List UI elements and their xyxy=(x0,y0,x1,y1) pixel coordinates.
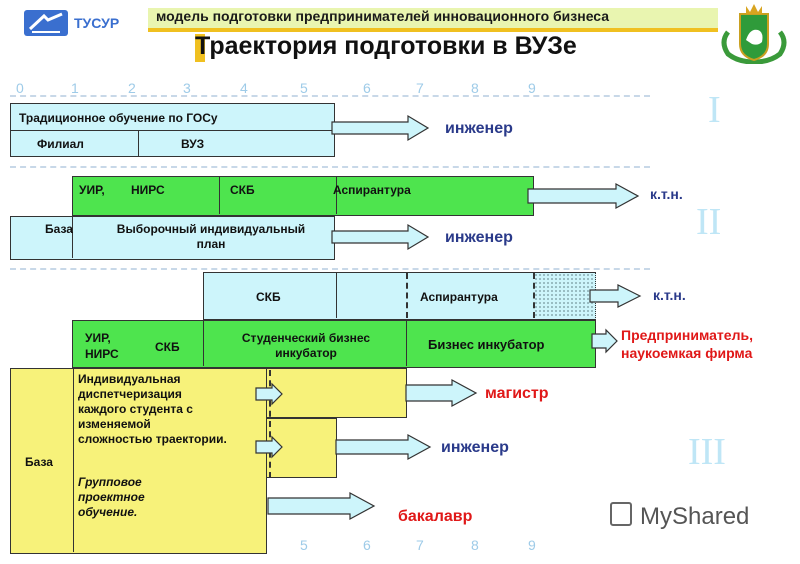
ruler-tick: 2 xyxy=(128,80,136,96)
dotted-fill xyxy=(534,273,594,318)
skb-top-label: СКБ xyxy=(256,290,281,304)
ruler-tick: 5 xyxy=(300,537,308,553)
research-track-block: УИР, НИРС СКБ Аспирантура xyxy=(72,176,534,216)
nirs-label: НИРС xyxy=(131,183,165,197)
business-incubator-label: Бизнес инкубатор xyxy=(428,337,545,352)
ruler-tick: 7 xyxy=(416,537,424,553)
student-incubator-label: Студенческий бизнес инкубатор xyxy=(241,331,371,360)
arrow-icon xyxy=(331,223,430,251)
ruler-tick: 8 xyxy=(471,80,479,96)
result-master: магистр xyxy=(485,385,549,402)
traditional-education-block: Традиционное обучение по ГОСу Филиал ВУЗ xyxy=(10,103,335,157)
ruler-tick: 4 xyxy=(240,80,248,96)
block-divider xyxy=(138,130,139,156)
block-divider xyxy=(336,273,337,318)
ruler-tick: 6 xyxy=(363,537,371,553)
ruler-tick: 9 xyxy=(528,537,536,553)
group-learning-label: Групповое проектное обучение. xyxy=(78,475,145,519)
individual-plan-block: База Выборочный индивидуальный план xyxy=(10,216,335,260)
block-divider xyxy=(11,130,333,131)
postgrad-label: Аспирантура xyxy=(420,290,498,304)
logo-text: ТУСУР xyxy=(74,15,120,31)
base-label: База xyxy=(25,455,53,469)
coat-of-arms-icon xyxy=(718,2,790,65)
block-divider xyxy=(72,217,73,258)
arrow-icon xyxy=(405,378,478,408)
arrow-icon xyxy=(591,328,618,354)
master-track-block xyxy=(267,368,407,418)
block-divider xyxy=(406,321,407,366)
skb-postgrad-block: СКБ Аспирантура xyxy=(203,272,596,320)
arrow-icon xyxy=(335,433,432,461)
ruler-tick: 8 xyxy=(471,537,479,553)
page-subtitle: модель подготовки предпринимателей иннов… xyxy=(156,8,610,24)
header-bar xyxy=(148,8,718,28)
ruler-tick: 1 xyxy=(71,80,79,96)
result-phd: к.т.н. xyxy=(650,186,683,202)
block-divider xyxy=(336,177,337,214)
ruler-tick: 9 xyxy=(528,80,536,96)
result-engineer: инженер xyxy=(445,229,513,246)
arrow-icon xyxy=(527,182,640,210)
base-label: База xyxy=(45,222,73,236)
header-accent-line xyxy=(148,28,718,32)
ruler-tick: 5 xyxy=(300,80,308,96)
block-divider-dashed xyxy=(406,273,408,318)
page-title: Траектория подготовки в ВУЗе xyxy=(195,32,577,60)
branch-label: Филиал xyxy=(37,137,84,151)
arrow-icon xyxy=(331,114,430,142)
university-label: ВУЗ xyxy=(181,137,205,151)
individual-plan-label: Выборочный индивидуальный план xyxy=(116,222,306,251)
arrow-icon xyxy=(589,284,642,308)
uir-label: УИР, xyxy=(79,183,105,197)
tusur-logo-icon xyxy=(24,10,68,36)
ruler-line xyxy=(10,95,650,97)
section-numeral-two: II xyxy=(696,201,722,243)
ruler-tick: 7 xyxy=(416,80,424,96)
dispatch-label: Индивидуальная диспетчеризация каждого с… xyxy=(78,372,227,446)
section-numeral-one: I xyxy=(708,89,721,131)
arrow-icon xyxy=(267,491,376,521)
result-phd: к.т.н. xyxy=(653,287,686,303)
traditional-education-label: Традиционное обучение по ГОСу xyxy=(19,111,218,125)
skb-label: СКБ xyxy=(155,340,180,354)
uir-label: УИР, xyxy=(85,331,111,345)
result-bachelor: бакалавр xyxy=(398,508,473,525)
ruler-tick: 3 xyxy=(183,80,191,96)
block-divider xyxy=(73,369,74,552)
ruler-tick: 6 xyxy=(363,80,371,96)
section-separator xyxy=(10,268,650,270)
block-divider xyxy=(203,321,204,366)
result-engineer: инженер xyxy=(441,439,509,456)
incubator-track-block: УИР, НИРС СКБ Студенческий бизнес инкуба… xyxy=(72,320,596,368)
result-engineer: инженер xyxy=(445,120,513,137)
individual-dispatch-block: База Индивидуальная диспетчеризация кажд… xyxy=(10,368,267,554)
arrow-icon xyxy=(255,382,283,406)
title-accent xyxy=(195,34,205,62)
ruler-tick: 0 xyxy=(16,80,24,96)
result-entrepreneur: Предприниматель, наукоемкая фирма xyxy=(621,327,753,362)
postgrad-label: Аспирантура xyxy=(333,183,411,197)
arrow-icon xyxy=(255,435,283,459)
nirs-label: НИРС xyxy=(85,347,119,361)
skb-label: СКБ xyxy=(230,183,255,197)
section-numeral-three: III xyxy=(688,431,726,473)
block-divider xyxy=(219,177,220,214)
trajectory-dashed-line xyxy=(269,370,271,478)
watermark-text: MyShared xyxy=(640,503,750,530)
myshared-logo-icon xyxy=(610,502,632,526)
section-separator xyxy=(10,166,650,168)
